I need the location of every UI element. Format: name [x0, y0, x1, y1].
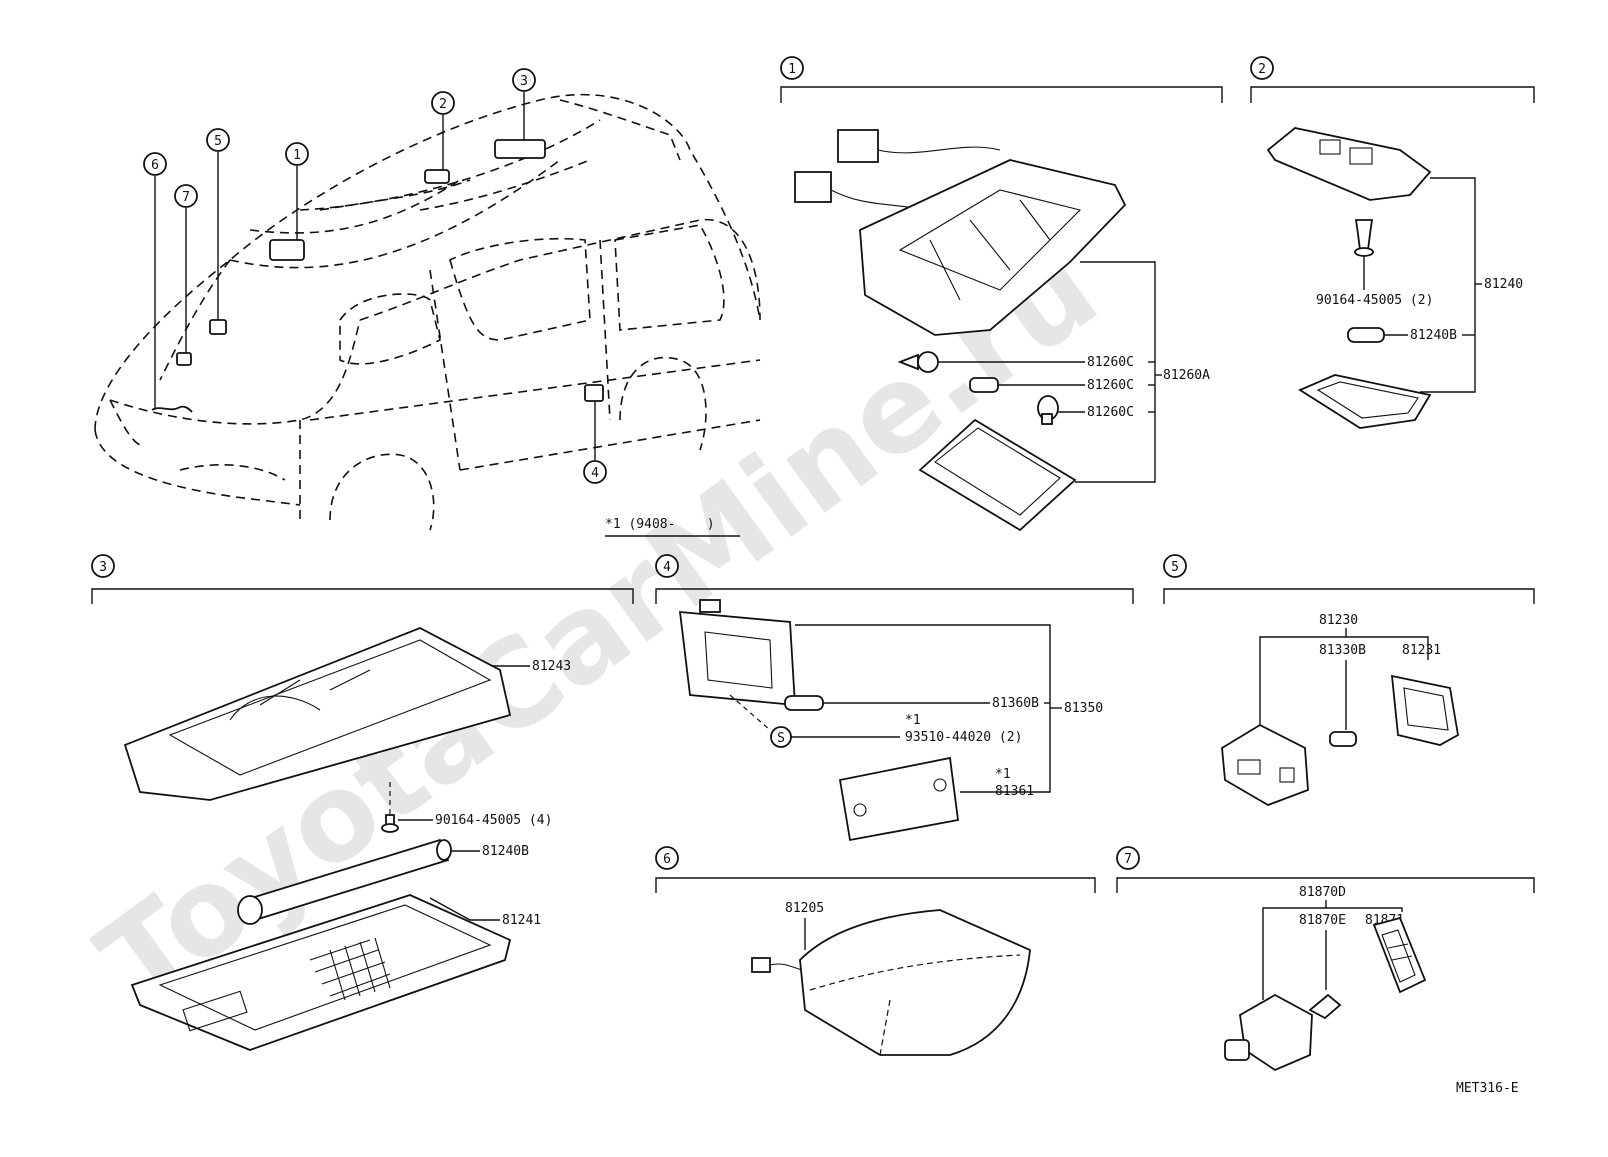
room-light-housing	[123, 627, 512, 801]
vehicle-callout-5: 5	[206, 128, 230, 152]
svg-text:5: 5	[214, 134, 222, 149]
connector	[837, 129, 879, 163]
courtesy-light-location-4	[584, 384, 604, 402]
lamp-lens	[918, 418, 1077, 532]
svg-text:7: 7	[182, 190, 190, 205]
bulb-festoon	[784, 695, 824, 711]
fastener-symbol: S	[770, 726, 792, 748]
svg-text:4: 4	[591, 466, 599, 481]
section-6: 6 81205	[655, 846, 1096, 1056]
svg-text:S: S	[777, 731, 785, 746]
bulb-wedge	[969, 377, 999, 393]
footnote-marker: *1	[905, 713, 921, 728]
room-light-lens	[130, 894, 512, 1051]
svg-text:3: 3	[520, 74, 528, 89]
room-light-location-3	[494, 139, 546, 159]
vehicle-callout-6: 6	[143, 152, 167, 176]
section-number-6: 6	[655, 846, 679, 870]
vehicle-callout-4: 4	[583, 460, 607, 484]
part-label-81361: 81361	[995, 784, 1034, 799]
part-label-81350: 81350	[1064, 701, 1103, 716]
vehicle-callout-7: 7	[174, 184, 198, 208]
bulb-wedge	[1329, 731, 1357, 747]
bulb-globe	[897, 351, 939, 373]
part-label-screw: 90164-45005 (2)	[1316, 293, 1433, 308]
part-label-81240b: 81240B	[1410, 328, 1457, 343]
connector	[751, 957, 771, 973]
fluorescent-tube	[237, 838, 452, 925]
footnote: *1 (9408- )	[605, 517, 715, 532]
footnote-marker: *1	[995, 767, 1011, 782]
switch-assembly	[1239, 993, 1313, 1072]
svg-text:6: 6	[663, 852, 671, 867]
bulb-festoon	[1347, 327, 1385, 343]
dome-light-location-1	[269, 239, 305, 261]
part-label-screw: 93510-44020 (2)	[905, 730, 1022, 745]
switch-location-5	[209, 319, 227, 335]
map-light-lens	[1298, 374, 1432, 429]
section-number-4: 4	[655, 554, 679, 578]
part-label-81241: 81241	[502, 913, 541, 928]
svg-text:4: 4	[663, 560, 671, 575]
part-label-81240b: 81240B	[482, 844, 529, 859]
part-label-81330b: 81330B	[1319, 643, 1366, 658]
section-5: 5 81230 81330B 81231	[1163, 554, 1535, 806]
section-2: 2 90164-45005 (2) 81240 81240B	[1250, 56, 1535, 429]
vehicle-overview: 1 2 3 4 5 6 7 *1 (9408- )	[94, 68, 761, 537]
section-number-5: 5	[1163, 554, 1187, 578]
part-label-81205: 81205	[785, 901, 824, 916]
svg-text:6: 6	[151, 158, 159, 173]
part-label-81870d: 81870D	[1299, 885, 1346, 900]
part-label-81243: 81243	[532, 659, 571, 674]
switch-lens	[1390, 674, 1459, 746]
part-label-81260a: 81260A	[1163, 368, 1210, 383]
map-light-location-2	[424, 169, 450, 184]
part-label-81260c: 81260C	[1087, 405, 1134, 420]
map-light-housing	[1266, 127, 1432, 201]
courtesy-light-lens	[838, 756, 960, 842]
svg-text:2: 2	[439, 97, 447, 112]
part-label-81870e: 81870E	[1299, 913, 1346, 928]
section-number-3: 3	[91, 554, 115, 578]
connector	[794, 171, 832, 203]
switch-location-7	[176, 352, 192, 366]
part-label-81240: 81240	[1484, 277, 1523, 292]
svg-text:7: 7	[1124, 852, 1132, 867]
part-label-81260c: 81260C	[1087, 355, 1134, 370]
part-label-81231: 81231	[1402, 643, 1441, 658]
courtesy-light-housing	[678, 611, 796, 706]
diagram-code: MET316-E	[1456, 1081, 1519, 1096]
part-label-screw: 90164-45005 (4)	[435, 813, 552, 828]
section-7: 7 81870D 81870E 81871	[1116, 846, 1535, 1072]
svg-text:3: 3	[99, 560, 107, 575]
switch-assembly	[1221, 723, 1309, 806]
svg-text:1: 1	[293, 148, 301, 163]
screw	[1354, 219, 1374, 257]
vehicle-callout-2: 2	[431, 91, 455, 115]
vehicle-callout-3: 3	[512, 68, 536, 92]
part-label-81360b: 81360B	[992, 696, 1039, 711]
section-3: 3 81243 90164-45005 (4) 81240B 81241	[91, 554, 634, 1051]
watermark: ToyotaCarMine.ru	[75, 220, 1122, 1034]
section-4: 4 81360B 81350 S *1 93510-44020 (2) *1 8…	[655, 554, 1134, 842]
bulb-wedge	[1308, 993, 1342, 1020]
part-label-81230: 81230	[1319, 613, 1358, 628]
screw	[381, 814, 399, 833]
section-1: 1 81260C 81260C 81260C 81260A	[780, 56, 1223, 532]
bulb-small	[1037, 395, 1059, 425]
svg-text:5: 5	[1171, 560, 1179, 575]
section-number-1: 1	[780, 56, 804, 80]
lamp-unit	[799, 909, 1031, 1056]
part-label-81260c: 81260C	[1087, 378, 1134, 393]
vehicle-callout-1: 1	[285, 142, 309, 166]
switch-lens	[1372, 916, 1427, 994]
lamp-location-6	[151, 405, 193, 413]
svg-text:2: 2	[1258, 62, 1266, 77]
svg-text:1: 1	[788, 62, 796, 77]
section-number-7: 7	[1116, 846, 1140, 870]
section-number-2: 2	[1250, 56, 1274, 80]
